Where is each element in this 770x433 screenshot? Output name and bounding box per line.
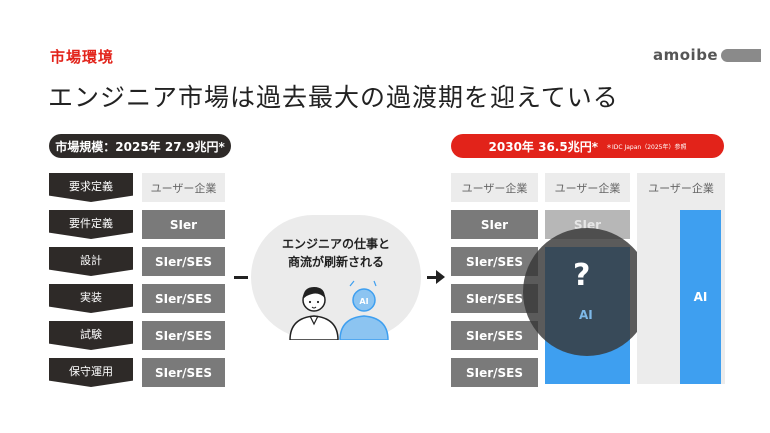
right-user-company-cell: ユーザー企業 — [545, 173, 630, 202]
left-cell: SIer/SES — [142, 358, 225, 387]
stage-requirements-specification: 要件定義 — [49, 210, 133, 239]
page-title: エンジニア市場は過去最大の過渡期を迎えている — [48, 83, 619, 112]
arrow-right-icon — [436, 270, 445, 284]
brand-logo: amoibe — [653, 46, 762, 64]
brand-bar — [721, 48, 762, 62]
transition-line-2: 商流が刷新される — [287, 255, 384, 269]
right-user-company-cell: ユーザー企業 — [451, 173, 538, 202]
stage-testing: 試験 — [49, 321, 133, 350]
stage-implementation: 実装 — [49, 284, 133, 313]
brand-name: amoibe — [653, 46, 719, 64]
engineer-and-ai-figures: AI — [289, 280, 389, 340]
left-cell: SIer/SES — [142, 321, 225, 350]
section-label: 市場環境 — [50, 48, 115, 66]
transition-bubble — [251, 215, 421, 339]
ai-robot-icon: AI — [339, 280, 389, 340]
right-cell: SIer/SES — [451, 358, 538, 387]
question-mark: ? — [573, 258, 591, 293]
market-size-2030-value: 2030年 36.5兆円* — [488, 139, 598, 154]
market-size-2030: 2030年 36.5兆円* ＊IDC Japan（2025年）参照 — [451, 134, 724, 158]
stage-maintenance: 保守運用 — [49, 358, 133, 387]
left-cell: SIer/SES — [142, 247, 225, 276]
uncertainty-overlay — [523, 228, 651, 356]
human-engineer-icon — [289, 287, 339, 340]
ai-label: AI — [693, 290, 708, 304]
stage-design: 設計 — [49, 247, 133, 276]
connector-line — [234, 276, 248, 279]
right-cell: SIer/SES — [451, 321, 538, 350]
stage-requirements-definition: 要求定義 — [49, 173, 133, 202]
source-note: ＊IDC Japan（2025年）参照 — [605, 143, 687, 151]
right-user-company-cell: ユーザー企業 — [637, 173, 725, 202]
left-cell: SIer — [142, 210, 225, 239]
transition-line-1: エンジニアの仕事と — [281, 237, 390, 251]
left-user-company-cell: ユーザー企業 — [142, 173, 225, 202]
ai-label-uncertain: AI — [579, 308, 593, 322]
arrow-shaft — [427, 276, 439, 279]
right-cell: SIer/SES — [451, 247, 538, 276]
right-cell: SIer — [451, 210, 538, 239]
left-cell: SIer/SES — [142, 284, 225, 313]
market-size-2025: 市場規模：2025年 27.9兆円* — [49, 134, 231, 158]
transition-text: エンジニアの仕事と 商流が刷新される — [251, 235, 421, 271]
ai-badge: AI — [359, 297, 368, 306]
ai-column: AI — [680, 210, 721, 384]
